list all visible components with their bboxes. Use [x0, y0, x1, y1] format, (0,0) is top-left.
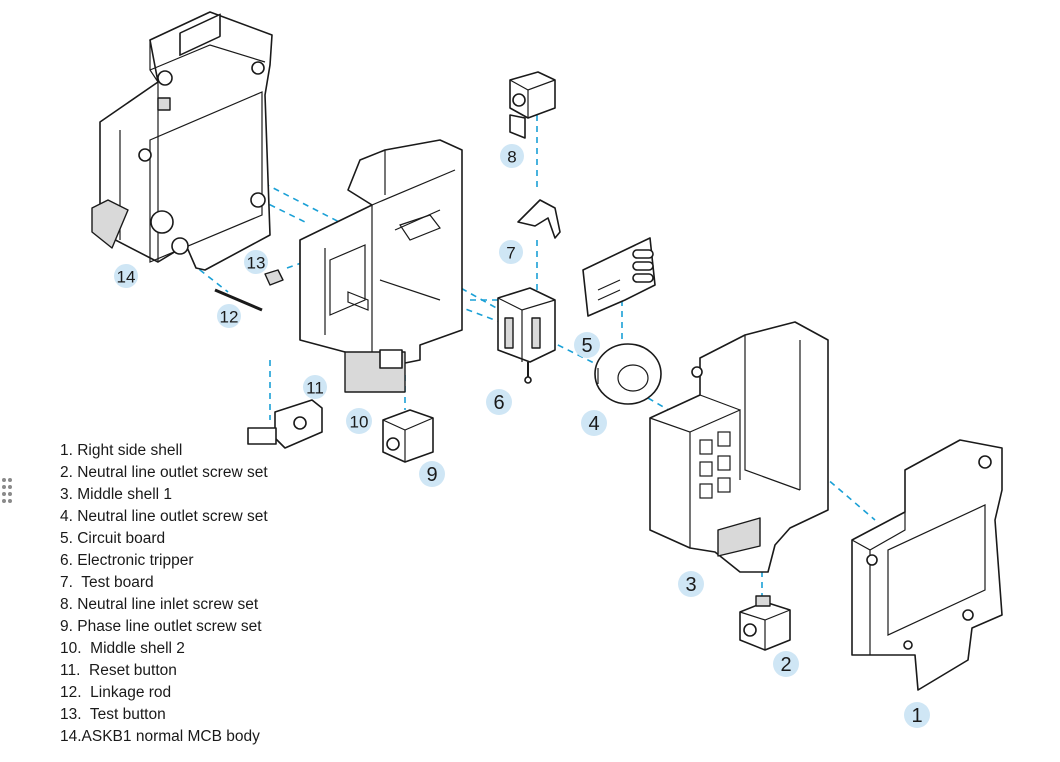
neutral-inlet-screw-set-part — [509, 71, 556, 139]
legend-item: 11. Reset button — [60, 662, 177, 679]
svg-text:3: 3 — [685, 574, 696, 596]
badge-3: 3 — [678, 571, 704, 597]
legend-item: 6. Electronic tripper — [60, 552, 194, 569]
svg-text:12: 12 — [220, 308, 239, 327]
legend-item: 1. Right side shell — [60, 442, 183, 459]
badge-13: 13 — [244, 250, 268, 274]
badge-5: 5 — [574, 332, 600, 358]
badge-12: 12 — [217, 304, 241, 328]
legend-item: 5. Circuit board — [60, 530, 166, 547]
badge-2: 2 — [773, 651, 799, 677]
svg-text:10: 10 — [350, 413, 369, 432]
middle-shell-2-part — [299, 139, 463, 393]
badge-9: 9 — [419, 461, 445, 487]
badge-1: 1 — [904, 702, 930, 728]
svg-text:8: 8 — [507, 148, 516, 167]
part-number-badges: 1 2 3 4 5 6 7 8 9 10 11 12 13 14 — [114, 144, 930, 728]
circuit-board-part — [582, 237, 656, 317]
svg-text:9: 9 — [426, 464, 437, 486]
current-transformer-ring-part — [594, 343, 662, 405]
middle-shell-1-part — [649, 321, 829, 573]
legend-item: 14.ASKB1 normal MCB body — [60, 728, 260, 745]
svg-text:4: 4 — [588, 413, 599, 435]
legend-item: 8. Neutral line inlet screw set — [60, 596, 259, 613]
badge-6: 6 — [486, 389, 512, 415]
svg-text:13: 13 — [247, 254, 266, 273]
neutral-outlet-screw-set-part — [739, 595, 791, 651]
legend-item: 7. Test board — [60, 574, 154, 591]
legend-item: 12. Linkage rod — [60, 684, 172, 701]
badge-8: 8 — [500, 144, 524, 168]
legend-item: 10. Middle shell 2 — [60, 640, 185, 657]
badge-4: 4 — [581, 410, 607, 436]
badge-7: 7 — [499, 240, 523, 264]
phase-outlet-screw-set-part — [382, 409, 434, 463]
legend-item: 2. Neutral line outlet screw set — [60, 464, 268, 481]
right-side-shell-part — [851, 439, 1003, 691]
drag-handle-dots-icon[interactable] — [2, 478, 14, 504]
legend-item: 13. Test button — [60, 706, 166, 723]
svg-text:5: 5 — [581, 335, 592, 357]
reset-button-part — [247, 399, 323, 449]
legend-item: 4. Neutral line outlet screw set — [60, 508, 268, 525]
badge-14: 14 — [114, 264, 138, 288]
legend-item: 3. Middle shell 1 — [60, 486, 173, 503]
badge-11: 11 — [303, 375, 327, 399]
test-board-part — [517, 199, 561, 239]
svg-text:11: 11 — [306, 379, 324, 398]
svg-text:7: 7 — [506, 244, 515, 263]
linkage-rod-part — [214, 288, 263, 312]
badge-10: 10 — [346, 408, 372, 434]
mcb-body-part — [91, 11, 273, 271]
svg-text:6: 6 — [493, 392, 504, 414]
test-button-part — [264, 269, 284, 286]
parts-legend: 1. Right side shell 2. Neutral line outl… — [60, 440, 268, 748]
svg-text:14: 14 — [117, 268, 136, 287]
legend-item: 9. Phase line outlet screw set — [60, 618, 262, 635]
electronic-tripper-part — [497, 287, 556, 384]
svg-text:1: 1 — [911, 705, 922, 727]
svg-text:2: 2 — [780, 654, 791, 676]
